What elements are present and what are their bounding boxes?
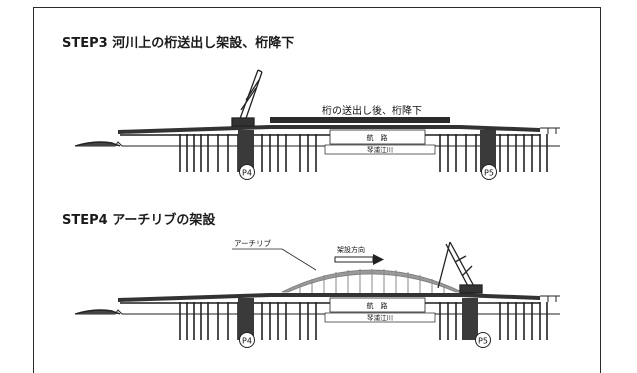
step4-diagram: P4 P5 アーチリブ 架設方向 航 路 琴浦江川 (74, 238, 560, 348)
step3-pier-p4 (238, 130, 254, 172)
step4-pier-p4-label: P4 (242, 337, 252, 346)
step3-crane (231, 69, 263, 127)
step4-ground-line (75, 309, 560, 315)
step4-pier-p5-label: P5 (478, 337, 488, 346)
step4-arch-hangers (299, 269, 445, 294)
step3-girder-deck (118, 125, 540, 134)
step4-pier-p5 (462, 298, 478, 340)
step3-channel-box (329, 129, 426, 145)
step3-pier-p5 (480, 130, 496, 172)
step4-channel-box (329, 297, 426, 313)
step3-pier-p5-label: P5 (484, 169, 494, 178)
step4-left-bank (74, 309, 121, 315)
step3-pushout-girder (270, 117, 450, 123)
figure-frame (33, 7, 601, 373)
step4-rib-leader (281, 248, 317, 271)
step3-right-railing (540, 127, 560, 134)
step4-water-box (324, 312, 436, 323)
step3-left-bank (74, 141, 121, 147)
step3-channel-label: 航 路 (367, 133, 388, 142)
step4-water-label: 琴浦江川 (367, 313, 393, 322)
step4-channel-label: 航 路 (367, 301, 388, 310)
step3-water-label: 琴浦江川 (367, 145, 393, 154)
step4-right-railing (540, 295, 560, 302)
step4-direction-arrow (334, 254, 384, 265)
step3-water-box (324, 144, 436, 155)
step3-pier-p4-marker (239, 164, 255, 180)
step4-girder-deck (118, 293, 540, 302)
step3-diagram: P4 P5 桁の送出し後、桁降下 航 路 琴浦江川 (74, 69, 560, 180)
step4-rib-label: アーチリブ (234, 238, 272, 248)
step3-pier-p4-label: P4 (242, 169, 252, 178)
step3-pier-p5-marker (481, 164, 497, 180)
step3-annotation: 桁の送出し後、桁降下 (322, 104, 422, 117)
step4-title: STEP4 アーチリブの架設 (62, 213, 216, 228)
step4-crane (437, 241, 483, 294)
step4-pier-p5-marker (475, 332, 491, 348)
step3-title: STEP3 河川上の桁送出し架設、桁降下 (62, 36, 295, 51)
step4-arch-rib (281, 269, 463, 293)
step4-pier-p4-marker (239, 332, 255, 348)
step4-direction-label: 架設方向 (337, 245, 365, 254)
step4-pier-p4 (238, 298, 254, 340)
